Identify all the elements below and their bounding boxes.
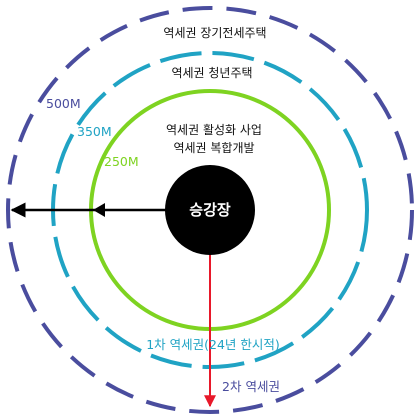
arrow-head-350m bbox=[93, 203, 105, 217]
platform-circle bbox=[165, 165, 255, 255]
zone-label-middle: 역세권 청년주택 bbox=[171, 66, 252, 80]
tier-label-second: 2차 역세권 bbox=[222, 379, 280, 394]
ring-500m bbox=[6, 6, 414, 414]
zone-label-inner-1: 역세권 활성화 사업 bbox=[166, 123, 262, 137]
radius-label-350m: 350M bbox=[77, 124, 112, 139]
radius-label-250m: 250M bbox=[104, 154, 139, 169]
radius-label-500m: 500M bbox=[46, 96, 81, 111]
platform-label: 승강장 bbox=[189, 201, 231, 219]
tier-label-first: 1차 역세권(24년 한시적) bbox=[146, 337, 280, 352]
zone-label-inner-2: 역세권 복합개발 bbox=[173, 141, 254, 155]
zone-label-outer: 역세권 장기전세주택 bbox=[163, 26, 266, 40]
